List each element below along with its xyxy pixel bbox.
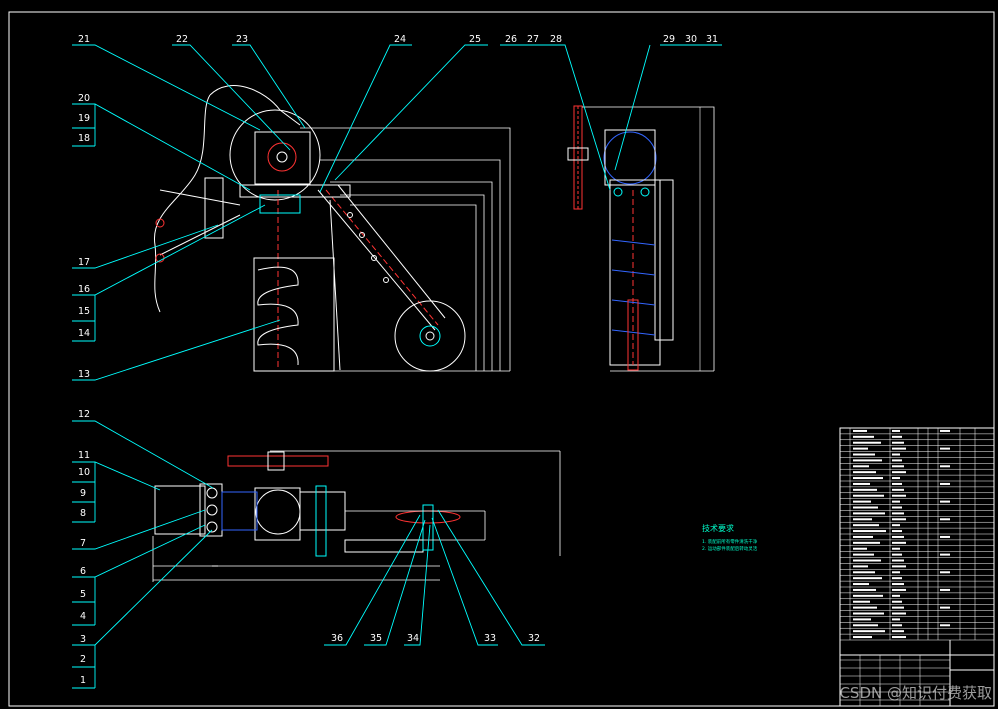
- callout-8: 8: [80, 508, 86, 519]
- callout-31: 31: [706, 34, 718, 45]
- front-view: [154, 85, 511, 372]
- callout-22: 22: [176, 34, 188, 45]
- callout-1: 1: [80, 675, 86, 686]
- callout-13: 13: [78, 369, 90, 380]
- callout-19: 19: [78, 113, 90, 124]
- callout-15: 15: [78, 306, 90, 317]
- callout-7: 7: [80, 538, 86, 549]
- label-stack-top-left: [72, 104, 96, 689]
- callout-33: 33: [484, 633, 496, 644]
- callout-30: 30: [685, 34, 697, 45]
- callout-23: 23: [236, 34, 248, 45]
- callout-9: 9: [80, 488, 86, 499]
- callout-36: 36: [331, 633, 343, 644]
- callout-17: 17: [78, 257, 90, 268]
- leader-lines: [72, 44, 722, 646]
- technical-requirements: 技术要求 1. 装配前所有零件清洗干净 2. 运动部件装配后转动灵活: [702, 523, 758, 552]
- callout-27: 27: [527, 34, 539, 45]
- parts-list-table: [839, 427, 995, 707]
- callout-18: 18: [78, 133, 90, 144]
- callout-34: 34: [407, 633, 419, 644]
- callout-4: 4: [80, 611, 86, 622]
- plan-view: [152, 450, 561, 582]
- callout-24: 24: [394, 34, 406, 45]
- callout-25: 25: [469, 34, 481, 45]
- tech-note-line-2: 2. 运动部件装配后转动灵活: [702, 545, 758, 552]
- callout-28: 28: [550, 34, 562, 45]
- callout-5: 5: [80, 589, 86, 600]
- callout-6: 6: [80, 566, 86, 577]
- drawing-border: [8, 11, 995, 707]
- watermark: CSDN @知识付费获取: [839, 684, 992, 702]
- callout-29: 29: [663, 34, 675, 45]
- callout-12: 12: [78, 409, 90, 420]
- callout-20: 20: [78, 93, 90, 104]
- callout-35: 35: [370, 633, 382, 644]
- callout-labels: 21 22 23 24 25 26 27 28 29 30 31 20 19 1…: [78, 34, 718, 686]
- callout-10: 10: [78, 467, 90, 478]
- callout-14: 14: [78, 328, 90, 339]
- callout-16: 16: [78, 284, 90, 295]
- callout-3: 3: [80, 634, 86, 645]
- tech-note-line-1: 1. 装配前所有零件清洗干净: [702, 538, 758, 545]
- callout-11: 11: [78, 450, 90, 461]
- callout-2: 2: [80, 654, 86, 665]
- callout-26: 26: [505, 34, 517, 45]
- callout-21: 21: [78, 34, 90, 45]
- tech-note-title: 技术要求: [702, 523, 734, 533]
- side-view: [567, 105, 715, 372]
- callout-32: 32: [528, 633, 540, 644]
